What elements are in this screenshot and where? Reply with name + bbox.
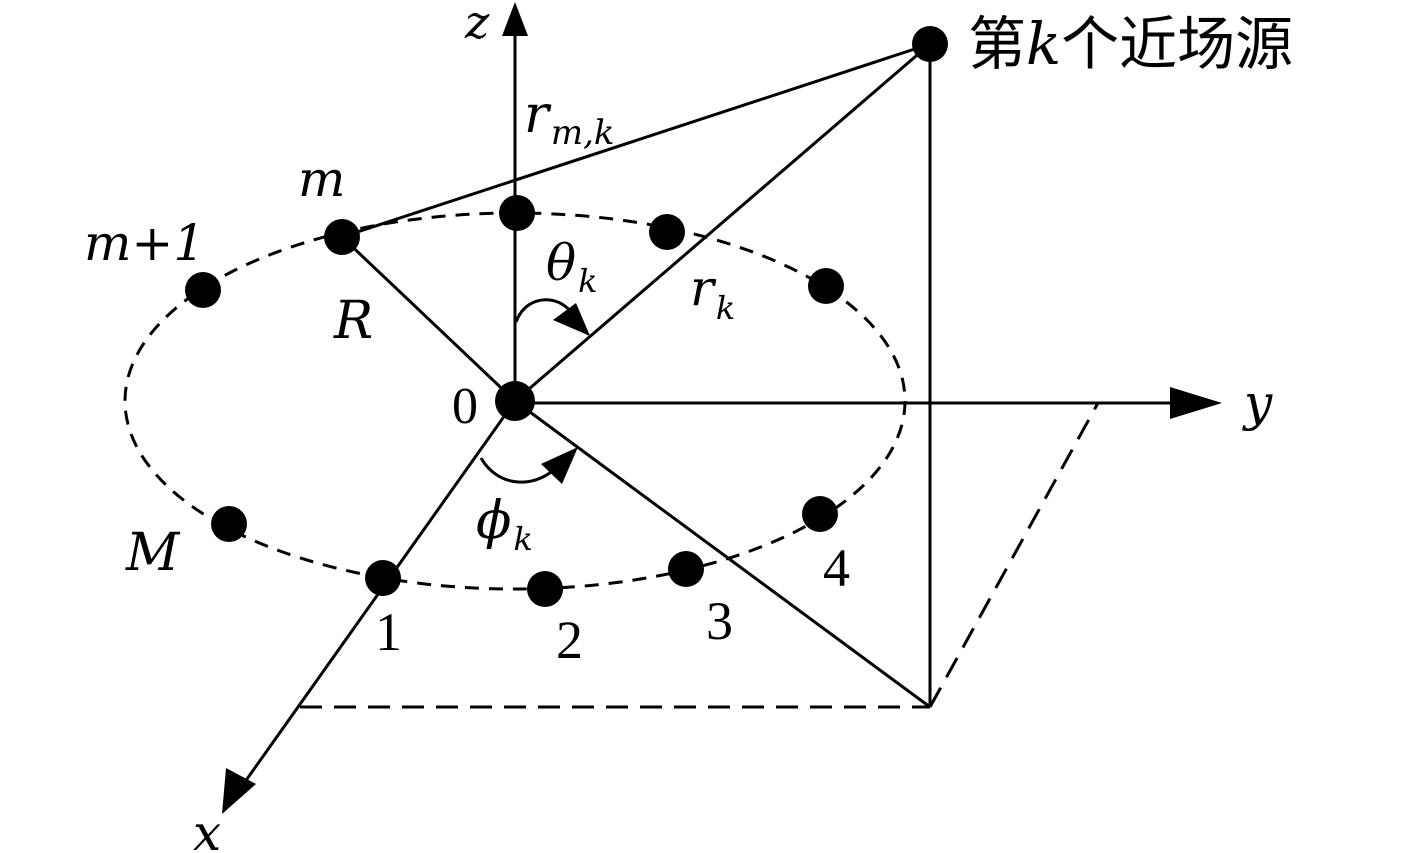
rmk-label: rm,k bbox=[524, 85, 615, 153]
array-element-top-right-1 bbox=[649, 214, 685, 250]
element-m-plus-1-label: m+1 bbox=[84, 214, 205, 272]
array-element-4 bbox=[802, 496, 838, 532]
array-element-top bbox=[499, 195, 535, 231]
radius-line bbox=[340, 235, 517, 403]
rmk-label-main: r bbox=[524, 85, 552, 145]
rmk-line bbox=[341, 42, 931, 239]
source-label-k: k bbox=[1026, 10, 1061, 78]
element-big-m-label: M bbox=[125, 523, 181, 583]
element-4-label: 4 bbox=[823, 538, 850, 598]
phi-arrowhead bbox=[541, 447, 578, 484]
rk-line bbox=[514, 42, 931, 403]
radius-label: R bbox=[333, 291, 373, 351]
array-element-big-m bbox=[211, 506, 247, 542]
z-axis-label: z bbox=[464, 0, 490, 49]
theta-label-main: θ bbox=[546, 234, 576, 292]
phi-label-main: ϕ bbox=[476, 491, 511, 551]
phi-label-sub: k bbox=[513, 520, 532, 558]
x-axis-label: x bbox=[193, 804, 221, 853]
source-label-suffix: 个近场源 bbox=[1061, 10, 1293, 78]
rk-label-main: r bbox=[690, 259, 717, 317]
rk-label: rk bbox=[690, 259, 735, 327]
origin-point bbox=[495, 381, 535, 421]
array-element-2 bbox=[527, 571, 563, 607]
rmk-label-sub: m,k bbox=[551, 113, 615, 153]
phi-label: ϕk bbox=[476, 491, 533, 558]
source-point bbox=[912, 26, 948, 62]
array-element-1 bbox=[365, 560, 401, 596]
array-element-top-right-2 bbox=[808, 268, 844, 304]
y-axis-label: y bbox=[1242, 374, 1273, 432]
source-label: 第k个近场源 bbox=[968, 10, 1293, 78]
y-axis-arrowhead bbox=[1170, 387, 1222, 419]
projection-dashed-right bbox=[928, 402, 1100, 708]
phi-arc bbox=[479, 457, 558, 484]
rk-label-sub: k bbox=[716, 289, 735, 327]
theta-label-sub: k bbox=[578, 262, 597, 300]
theta-label: θk bbox=[546, 234, 598, 300]
x-axis-arrowhead bbox=[222, 768, 256, 814]
array-element-m bbox=[324, 219, 360, 255]
element-3-label: 3 bbox=[706, 591, 733, 651]
z-axis-arrowhead bbox=[502, 2, 528, 36]
array-element-m-plus-1 bbox=[185, 272, 221, 308]
origin-to-projection-line bbox=[514, 399, 931, 709]
source-label-prefix: 第 bbox=[968, 10, 1026, 78]
theta-arrowhead bbox=[553, 303, 590, 336]
element-1-label: 1 bbox=[375, 602, 402, 662]
origin-label: 0 bbox=[452, 378, 478, 435]
array-element-3 bbox=[668, 551, 704, 587]
element-m-label: m bbox=[298, 150, 345, 208]
element-2-label: 2 bbox=[556, 610, 583, 670]
